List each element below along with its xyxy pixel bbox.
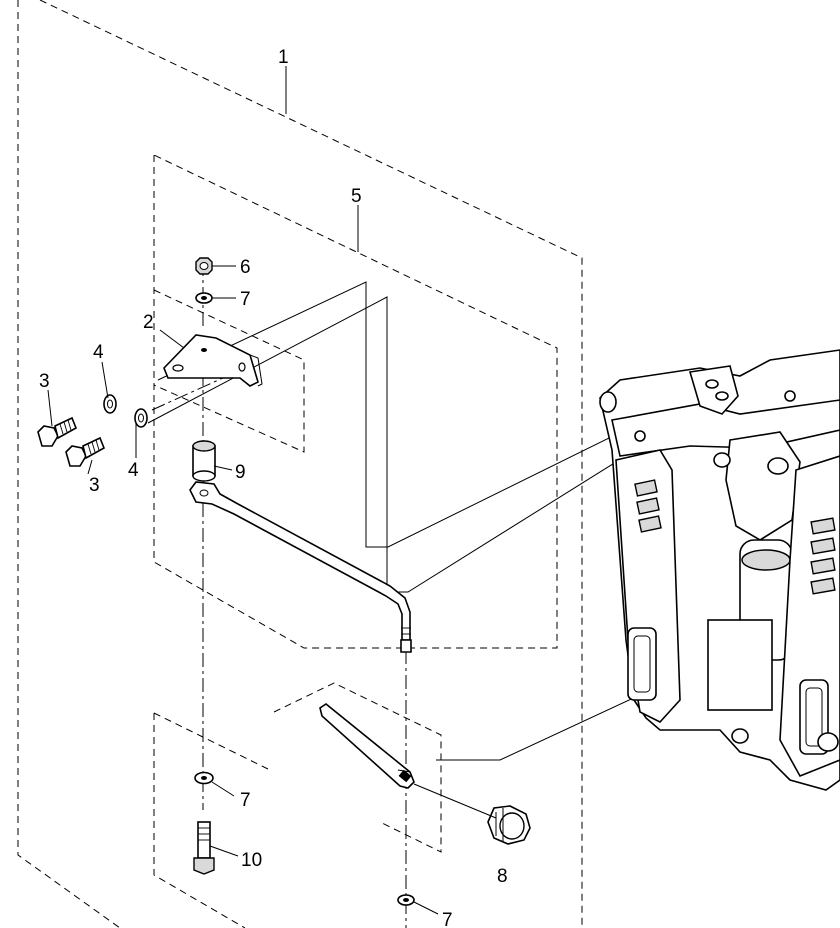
kit-boundary-1 — [17, 0, 583, 928]
callout-10: 10 — [241, 850, 262, 871]
callout-5: 5 — [351, 186, 362, 207]
callout-6: 6 — [240, 257, 251, 278]
washer-part-4-lower — [134, 408, 148, 428]
link-rod — [189, 481, 412, 653]
kit-boundary-5 — [153, 154, 558, 649]
lower-kit-frame — [153, 712, 271, 928]
transom-bracket-assembly — [599, 349, 840, 791]
callout-labels: 1 5 6 7 2 4 3 4 3 9 7 10 8 7 — [39, 47, 508, 928]
cap-part-8 — [487, 805, 531, 845]
callout-7-bottom: 7 — [442, 910, 453, 928]
callout-leaders — [47, 66, 497, 915]
bushing-part-9 — [192, 440, 216, 482]
callout-9: 9 — [235, 462, 246, 483]
callout-7-upper: 7 — [240, 289, 251, 310]
callout-8: 8 — [497, 866, 508, 887]
washer-part-7-upper — [195, 292, 213, 304]
shaft-frame — [273, 682, 442, 853]
bracket-sub-frame — [153, 289, 305, 453]
bolt-part-3-lower — [65, 436, 106, 467]
washer-part-4-upper — [103, 394, 117, 414]
callout-4-lower: 4 — [128, 460, 139, 481]
washer-part-7-lower — [194, 771, 214, 785]
bolt-part-3-upper — [37, 416, 78, 447]
bracket-part-2 — [163, 334, 263, 387]
callout-1: 1 — [278, 47, 289, 68]
screw-part-10 — [193, 821, 215, 875]
shaft — [319, 703, 415, 789]
callout-2: 2 — [143, 312, 154, 333]
callout-3-upper: 3 — [39, 371, 50, 392]
washer-part-7-bottom — [397, 894, 415, 906]
callout-4-upper: 4 — [93, 342, 104, 363]
locknut-part-6 — [195, 257, 213, 275]
callout-3-lower: 3 — [89, 475, 100, 496]
callout-7-lower: 7 — [240, 790, 251, 811]
